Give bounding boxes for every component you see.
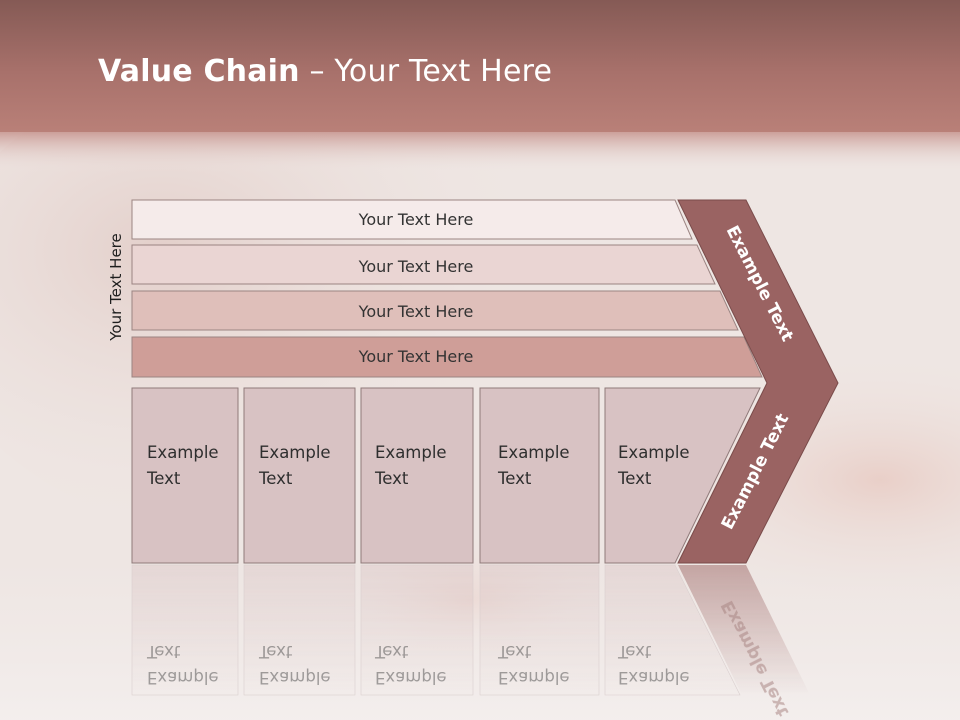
bar-1-label: Your Text Here	[358, 210, 474, 229]
column-4-reflection: Example	[498, 668, 570, 687]
column-1-line1: Example	[147, 443, 219, 462]
column-5	[604, 387, 761, 564]
column-1	[131, 387, 239, 564]
column-1-line2: Text	[146, 469, 181, 488]
column-3	[360, 387, 474, 564]
reflection: Example Text Example Text Example Text E…	[131, 564, 810, 719]
column-3-reflection: Example	[375, 668, 447, 687]
column-5-line2: Text	[617, 469, 652, 488]
column-2-line1: Example	[259, 443, 331, 462]
bar-4	[131, 336, 763, 378]
bar-4-label: Your Text Here	[358, 347, 474, 366]
header-band	[0, 0, 960, 132]
column-4-line2: Text	[497, 469, 532, 488]
title-rest: – Your Text Here	[299, 54, 553, 89]
column-4	[479, 387, 600, 564]
column-5-reflection: Text	[617, 642, 652, 661]
column-4-reflection: Text	[497, 642, 532, 661]
column-1-reflection: Example	[147, 668, 219, 687]
column-3-line1: Example	[375, 443, 447, 462]
column-2-line2: Text	[258, 469, 293, 488]
slide-title: Value Chain – Your Text Here	[98, 54, 552, 89]
column-3-reflection: Text	[374, 642, 409, 661]
chevron-arrow	[677, 199, 839, 564]
bar-1	[131, 199, 693, 240]
bar-3-label: Your Text Here	[358, 302, 474, 321]
column-5-reflection: Example	[618, 668, 690, 687]
column-4-line1: Example	[498, 443, 570, 462]
title-bold: Value Chain	[98, 54, 300, 89]
column-1-reflection: Text	[146, 642, 181, 661]
column-2	[243, 387, 356, 564]
bar-2-label: Your Text Here	[358, 257, 474, 276]
bar-3	[131, 290, 739, 331]
column-2-reflection: Text	[258, 642, 293, 661]
column-3-line2: Text	[374, 469, 409, 488]
column-2-reflection: Example	[259, 668, 331, 687]
column-5-line1: Example	[618, 443, 690, 462]
bar-2	[131, 244, 716, 285]
